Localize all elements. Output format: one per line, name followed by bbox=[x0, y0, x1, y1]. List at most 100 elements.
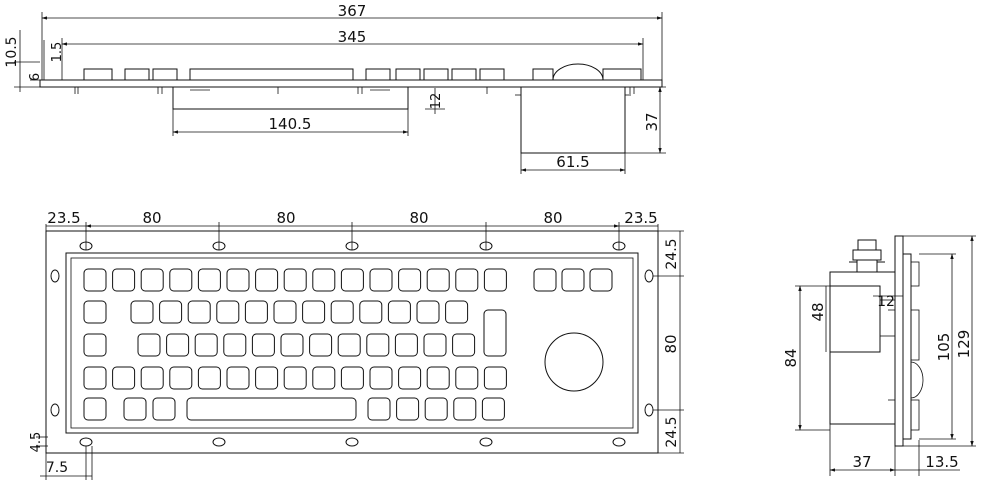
key-row4 bbox=[340, 366, 364, 390]
key-row3 bbox=[166, 333, 190, 357]
dim-overall-width: 367 bbox=[338, 2, 367, 20]
key-row1 bbox=[483, 268, 507, 292]
key-row3 bbox=[194, 333, 218, 357]
key-function bbox=[589, 268, 613, 292]
key-row3 bbox=[337, 333, 361, 357]
key-row2 bbox=[330, 300, 354, 324]
top-keycaps bbox=[83, 63, 642, 81]
dim-hole-edge: 4.5 bbox=[29, 432, 44, 453]
key-row2 bbox=[216, 300, 240, 324]
key-row5 bbox=[396, 397, 420, 421]
key-spacebar bbox=[186, 397, 357, 421]
key-row1 bbox=[255, 268, 279, 292]
key-row2 bbox=[445, 300, 469, 324]
key-row1 bbox=[169, 268, 193, 292]
key-row1 bbox=[369, 268, 393, 292]
front-view: 23.5 80 80 80 80 23.5 24.5 80 24.5 4.5 7… bbox=[29, 209, 684, 480]
key-row4 bbox=[369, 366, 393, 390]
key-row1 bbox=[226, 268, 250, 292]
top-pcb-box bbox=[172, 86, 409, 110]
key-row4 bbox=[426, 366, 450, 390]
key-row5 bbox=[453, 397, 477, 421]
key-row1 bbox=[112, 268, 136, 292]
trackball-dome bbox=[552, 63, 604, 81]
key-row5 bbox=[367, 397, 391, 421]
key-function bbox=[561, 268, 585, 292]
front-bezel-outer bbox=[65, 252, 639, 434]
key-row4 bbox=[312, 366, 336, 390]
dim-side-offset: 12 bbox=[877, 294, 895, 310]
side-inner-box bbox=[829, 285, 881, 353]
key-row1 bbox=[140, 268, 164, 292]
dim-body-height: 84 bbox=[782, 348, 800, 367]
key-row3 bbox=[137, 333, 161, 357]
key-row3 bbox=[280, 333, 304, 357]
side-panel bbox=[894, 235, 904, 447]
top-plate bbox=[39, 79, 663, 88]
key-row1 bbox=[283, 268, 307, 292]
key-row2 bbox=[159, 300, 183, 324]
key-row1 bbox=[340, 268, 364, 292]
key-row2 bbox=[130, 300, 154, 324]
dim-inner-height: 48 bbox=[809, 302, 827, 321]
dim-trackball-height: 37 bbox=[643, 112, 661, 131]
key-row1 bbox=[83, 268, 107, 292]
key-row2 bbox=[302, 300, 326, 324]
key-row4 bbox=[112, 366, 136, 390]
key-row5 bbox=[424, 397, 448, 421]
key-row4 bbox=[140, 366, 164, 390]
dim-panel-width: 345 bbox=[338, 28, 367, 46]
top-view: 367 345 10.5 1.5 6 12 140.5 37 bbox=[4, 2, 666, 174]
dim-edge-right: 23.5 bbox=[624, 209, 657, 227]
key-row3 bbox=[394, 333, 418, 357]
key-row1 bbox=[197, 268, 221, 292]
dim-panel-inner: 105 bbox=[935, 333, 953, 362]
dim-spacing-4: 80 bbox=[543, 209, 562, 227]
key-row3 bbox=[452, 333, 476, 357]
key-enter bbox=[483, 309, 507, 357]
key-row2 bbox=[187, 300, 211, 324]
cable-gland bbox=[849, 239, 885, 273]
key-row2 bbox=[416, 300, 440, 324]
side-view: 84 48 12 105 129 37 13.5 bbox=[782, 235, 976, 476]
dim-plate-depth: 13.5 bbox=[925, 453, 958, 471]
key-row4 bbox=[83, 366, 107, 390]
key-row5 bbox=[123, 397, 147, 421]
dim-edge: 1.5 bbox=[50, 42, 65, 63]
key-row3 bbox=[366, 333, 390, 357]
dim-spacing-3: 80 bbox=[409, 209, 428, 227]
key-row2 bbox=[244, 300, 268, 324]
dim-trackball-width: 61.5 bbox=[556, 153, 589, 171]
key-row2 bbox=[83, 300, 107, 324]
dim-right-bottom: 24.5 bbox=[664, 416, 680, 447]
dim-right-mid: 80 bbox=[662, 334, 680, 353]
key-row3 bbox=[309, 333, 333, 357]
dim-pcb-width: 140.5 bbox=[269, 115, 312, 133]
top-studs bbox=[74, 87, 635, 94]
key-row1 bbox=[312, 268, 336, 292]
key-row5 bbox=[152, 397, 176, 421]
key-row3 bbox=[223, 333, 247, 357]
dim-depth-offset: 12 bbox=[429, 93, 444, 110]
key-row4 bbox=[398, 366, 422, 390]
dim-right-top: 24.5 bbox=[664, 238, 680, 269]
key-row2 bbox=[273, 300, 297, 324]
key-row3 bbox=[423, 333, 447, 357]
dim-plate: 6 bbox=[28, 73, 43, 81]
dim-hole-x: 7.5 bbox=[46, 460, 68, 476]
dim-spacing-1: 80 bbox=[142, 209, 161, 227]
key-row4 bbox=[169, 366, 193, 390]
dim-spacing-2: 80 bbox=[276, 209, 295, 227]
key-row4 bbox=[255, 366, 279, 390]
key-function bbox=[533, 268, 557, 292]
trackball bbox=[544, 332, 604, 392]
key-row1 bbox=[426, 268, 450, 292]
key-row5 bbox=[481, 397, 505, 421]
side-keys-frame bbox=[902, 253, 912, 440]
key-row4 bbox=[226, 366, 250, 390]
key-row4 bbox=[483, 366, 507, 390]
key-row3 bbox=[83, 333, 107, 357]
dim-thickness: 10.5 bbox=[4, 36, 20, 67]
key-row2 bbox=[387, 300, 411, 324]
